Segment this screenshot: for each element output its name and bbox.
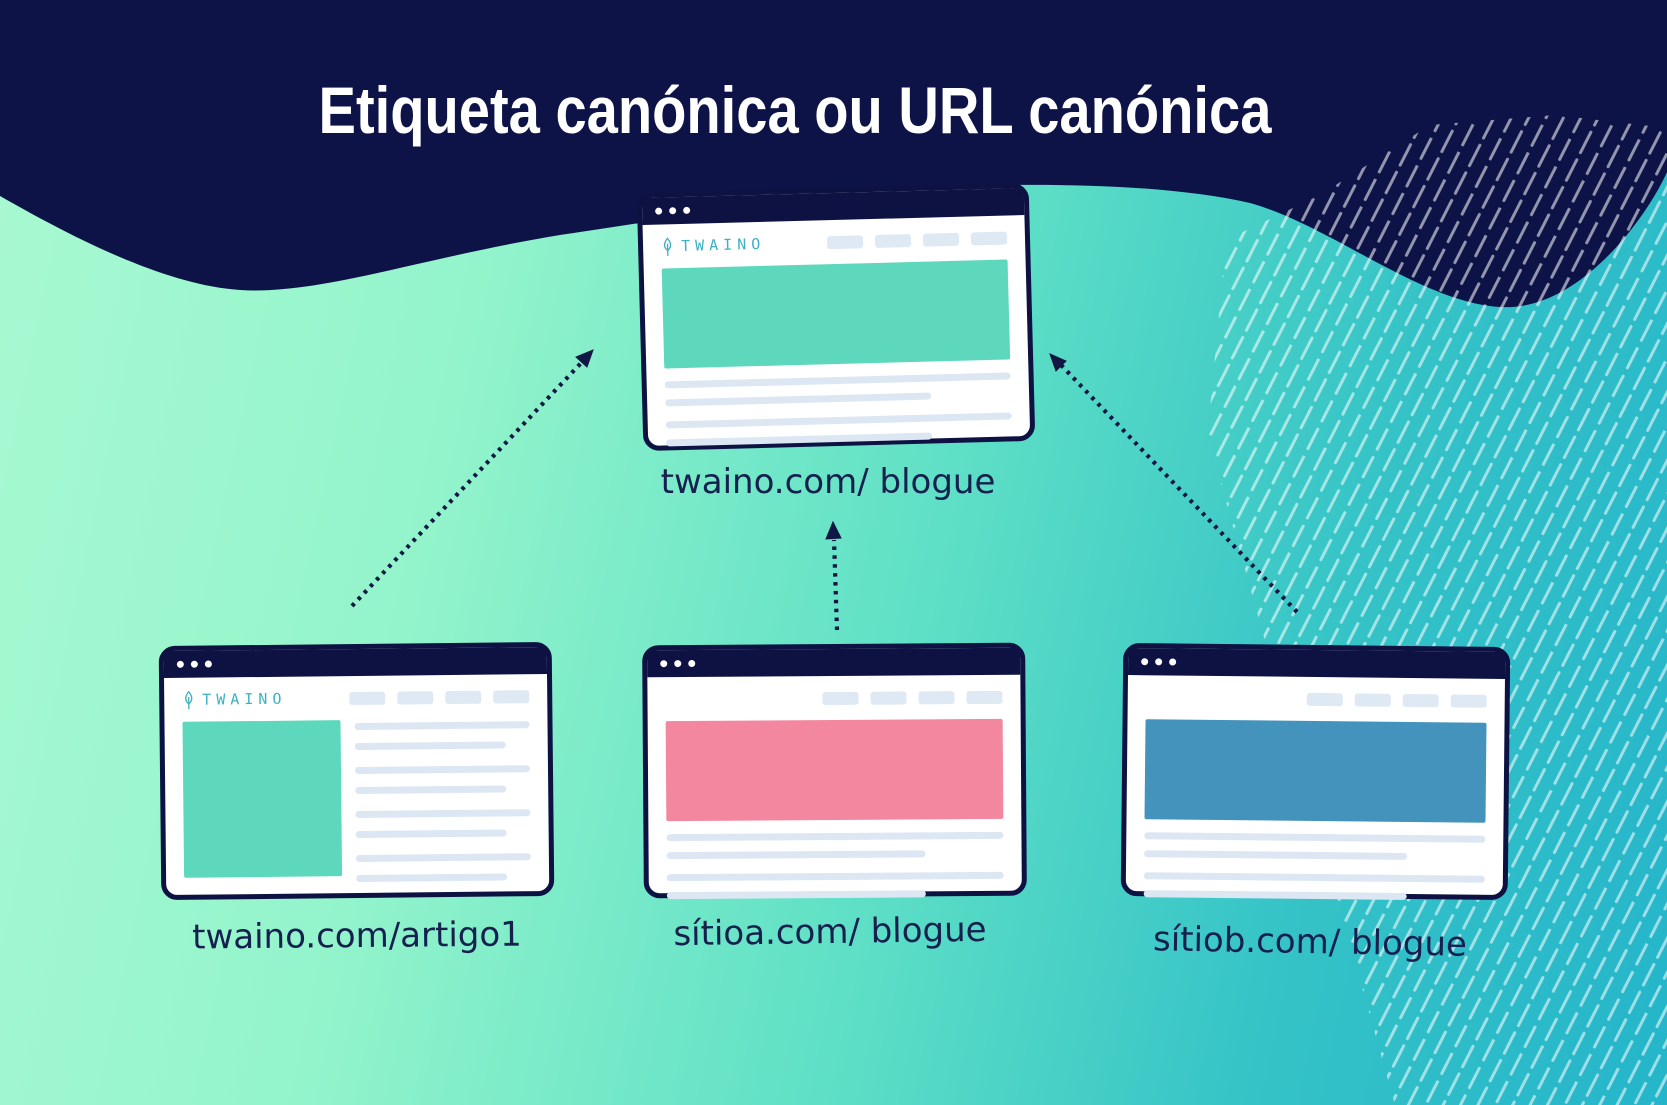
twaino-logo: TWAINO <box>661 233 766 257</box>
window-titlebar <box>1127 648 1506 679</box>
arrowhead <box>1049 353 1067 372</box>
twaino-logo: TWAINO <box>182 688 287 710</box>
window-dot <box>674 660 682 668</box>
nav-item[interactable] <box>874 233 912 248</box>
text-line <box>666 890 927 900</box>
url-label-canonical: twaino.com/ blogue <box>660 462 996 502</box>
window-dot <box>1141 658 1149 666</box>
logo-text: TWAINO <box>680 234 766 256</box>
nav-item[interactable] <box>966 690 1003 704</box>
nav-item[interactable] <box>922 232 960 247</box>
nav-item[interactable] <box>1354 692 1391 707</box>
nav-menu <box>349 689 530 705</box>
text-line <box>1144 832 1486 843</box>
text-line <box>666 831 1004 842</box>
window-body: TWAINO <box>643 215 1031 459</box>
text-line <box>664 372 1011 389</box>
text-line <box>666 850 927 860</box>
nav-menu <box>826 230 1008 249</box>
browser-window-canonical: TWAINO <box>636 182 1036 452</box>
window-dot <box>655 207 663 215</box>
leaf-icon <box>663 236 672 256</box>
window-dot <box>204 660 212 668</box>
hero-image-placeholder <box>661 259 1011 369</box>
nav-item[interactable] <box>1450 693 1487 708</box>
window-dot <box>1169 658 1177 666</box>
hero-image-placeholder <box>1144 719 1487 823</box>
nav-item[interactable] <box>870 690 907 705</box>
browser-window-site-a <box>642 642 1027 900</box>
text-line <box>354 741 506 751</box>
window-dot <box>683 206 691 214</box>
window-dot <box>190 660 198 668</box>
nav-item[interactable] <box>1402 693 1439 707</box>
text-line <box>355 853 531 863</box>
url-label-site-a: sítioa.com/ blogue <box>673 909 987 955</box>
arrowhead <box>825 520 842 540</box>
leaf-icon <box>185 690 193 709</box>
window-titlebar <box>647 647 1021 678</box>
text-line <box>354 721 530 731</box>
text-placeholder-lines <box>1143 832 1486 901</box>
text-placeholder-lines <box>664 372 1013 447</box>
browser-window-site-b <box>1120 642 1511 901</box>
window-dot <box>669 207 677 215</box>
page-title: Etiqueta canónica ou URL canónica <box>318 73 1272 148</box>
text-line <box>1143 890 1407 900</box>
text-line <box>355 829 507 839</box>
text-line <box>354 765 531 775</box>
arrow-article-to-canonical <box>350 360 584 608</box>
browser-window-article: TWAINO <box>158 641 555 901</box>
url-label-site-b: sítiob.com/ blogue <box>1152 919 1468 965</box>
nav-menu <box>1306 692 1487 708</box>
text-line <box>1143 872 1485 883</box>
article-image-placeholder <box>182 720 343 878</box>
text-line <box>665 412 1012 429</box>
nav-item[interactable] <box>397 690 434 705</box>
window-dot <box>176 660 184 668</box>
text-placeholder-lines <box>666 831 1004 900</box>
nav-item[interactable] <box>826 234 864 249</box>
url-label-article: twaino.com/artigo1 <box>191 914 522 958</box>
text-line <box>666 432 933 447</box>
nav-item[interactable] <box>493 689 530 704</box>
text-line <box>1144 850 1407 860</box>
window-dot <box>660 660 668 668</box>
text-line <box>665 392 932 407</box>
text-line <box>666 871 1004 882</box>
window-titlebar <box>163 647 547 679</box>
nav-item[interactable] <box>970 230 1008 245</box>
window-dot <box>688 659 696 668</box>
text-placeholder-lines <box>354 718 531 883</box>
text-line <box>356 873 507 883</box>
window-body <box>647 675 1022 912</box>
window-body <box>1126 675 1505 913</box>
nav-item[interactable] <box>822 691 859 705</box>
nav-menu <box>822 690 1003 705</box>
text-line <box>355 785 506 795</box>
nav-item[interactable] <box>445 690 482 704</box>
window-dot <box>1155 658 1163 666</box>
nav-item[interactable] <box>349 691 386 705</box>
hero-image-placeholder <box>665 718 1004 822</box>
nav-item[interactable] <box>918 690 955 704</box>
logo-text: TWAINO <box>202 689 287 709</box>
arrow-siteb-to-canonical <box>1059 363 1299 614</box>
arrow-sitea-to-canonical <box>831 539 840 631</box>
text-line <box>355 809 531 819</box>
nav-item[interactable] <box>1306 692 1343 706</box>
window-body: TWAINO <box>164 674 549 896</box>
arrowhead <box>575 349 594 368</box>
